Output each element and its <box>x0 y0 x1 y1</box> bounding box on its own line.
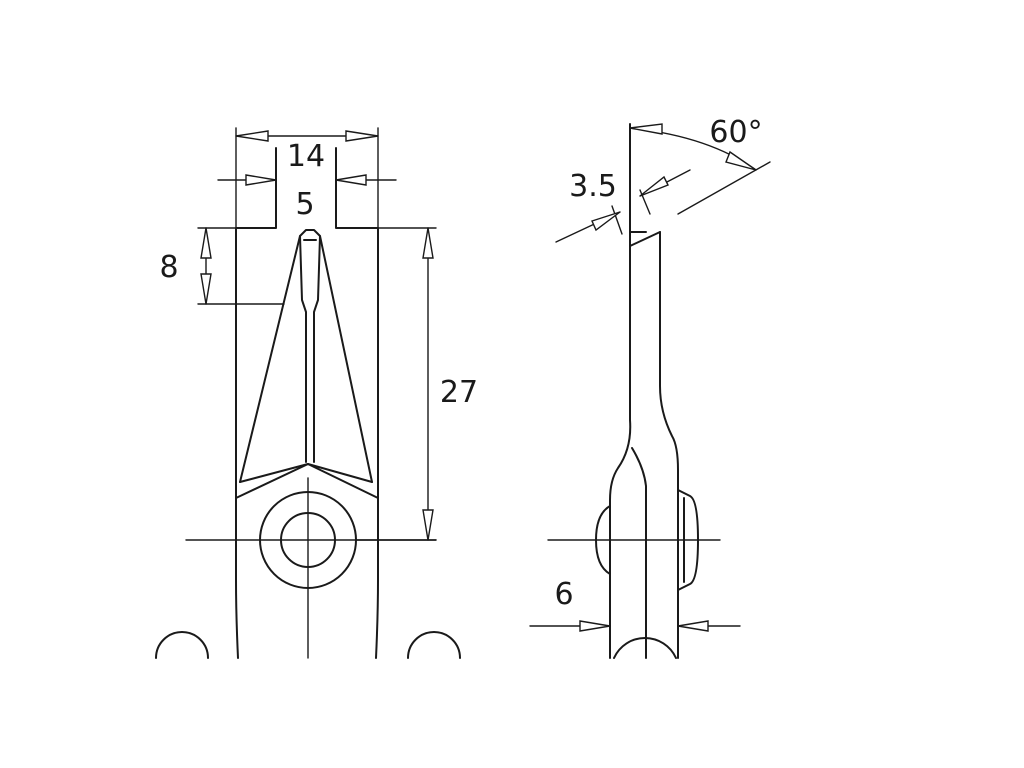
jaw-outline <box>235 147 379 659</box>
jaw-taper-right <box>319 235 373 483</box>
tip-slot <box>299 229 321 463</box>
side-view <box>547 123 721 659</box>
dimension-label-body-thickness: 6 <box>554 577 573 612</box>
side-handle-arc <box>613 637 677 659</box>
dimension-label-bevel-angle: 60° <box>709 115 762 150</box>
dimension-label-jaw-length: 27 <box>440 375 478 410</box>
dimension-tip-length: 8 <box>159 227 285 305</box>
handle-arc-right <box>407 631 461 659</box>
dimension-label-width-outer: 14 <box>287 139 325 174</box>
dimension-width-outer: 14 <box>235 127 379 229</box>
dimension-body-thickness: 6 <box>529 577 741 632</box>
dimension-bevel-angle: 60° <box>629 115 771 215</box>
jaw-taper-left <box>239 235 301 483</box>
dimension-width-tip: 5 <box>217 174 397 222</box>
front-view <box>155 147 461 659</box>
handle-arc-left <box>155 631 209 659</box>
side-jaw-outline <box>609 123 679 659</box>
dimension-label-width-tip: 5 <box>295 187 314 222</box>
side-inner-contour <box>631 447 647 659</box>
jaw-shoulder-inner <box>239 463 373 483</box>
side-tip-bevel <box>629 231 661 247</box>
dimension-label-tip-length: 8 <box>159 250 178 285</box>
dimension-jaw-length: 27 <box>355 227 478 541</box>
dimension-label-tip-thickness: 3.5 <box>569 169 617 204</box>
dimension-tip-thickness: 3.5 <box>555 169 691 243</box>
